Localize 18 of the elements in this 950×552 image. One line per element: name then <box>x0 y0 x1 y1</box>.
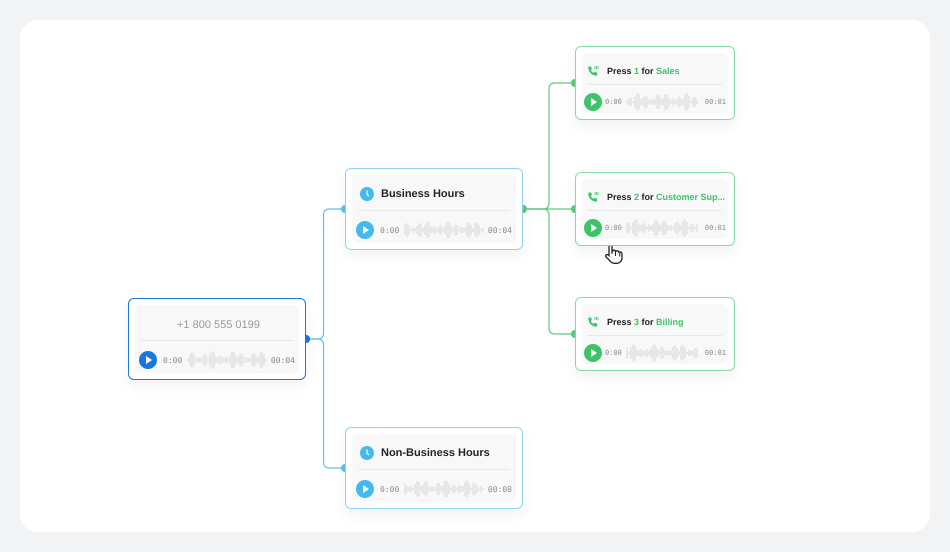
node-title: Business Hours <box>381 188 465 200</box>
node-card <box>575 172 735 246</box>
node-card <box>575 297 735 371</box>
node-card <box>345 427 523 509</box>
node-card <box>575 46 735 120</box>
start-time: 0:00 <box>380 485 400 494</box>
duration: 00:08 <box>488 485 512 494</box>
start-time: 0:00 <box>380 226 400 235</box>
duration: 00:04 <box>488 226 512 235</box>
node-card <box>345 168 523 250</box>
node-title: Press 3 for Billing <box>607 317 684 327</box>
phone-number: +1 800 555 0199 <box>177 319 260 331</box>
node-title: Non-Business Hours <box>381 447 490 459</box>
duration: 00:04 <box>270 356 295 365</box>
node-title: Press 2 for Customer Sup... <box>607 192 726 202</box>
node-title: Press 1 for Sales <box>607 66 680 76</box>
start-time: 0:00 <box>163 356 182 365</box>
node-card <box>128 298 306 380</box>
